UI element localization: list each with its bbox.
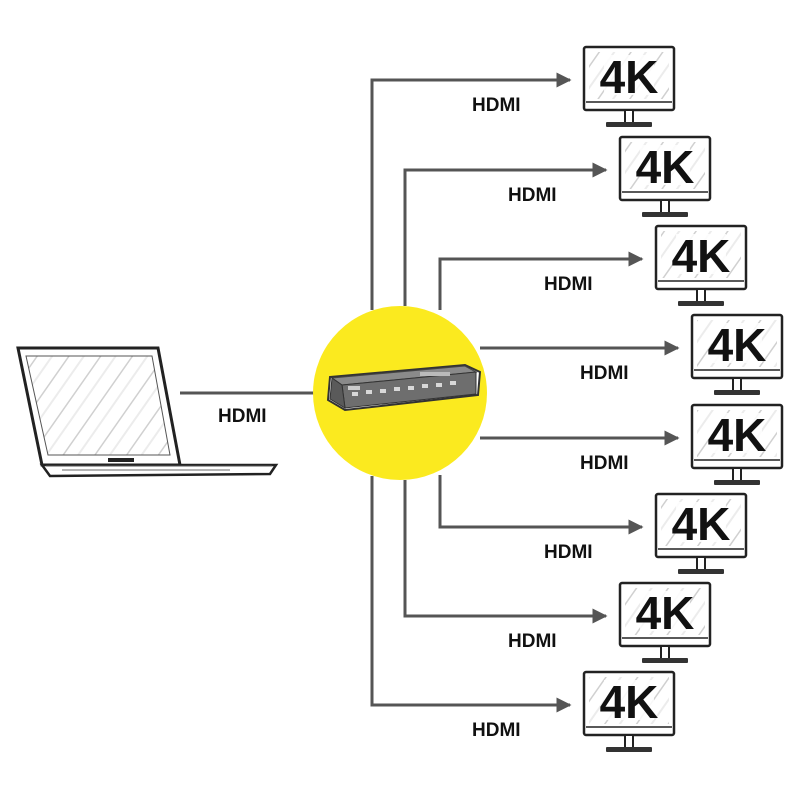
monitor-6: 4K (654, 492, 748, 574)
monitor-stand-6 (696, 556, 706, 571)
monitor-stand-7 (660, 645, 670, 660)
monitor-resolution-label-7: 4K (636, 587, 695, 639)
monitor-resolution-label-5: 4K (708, 409, 767, 461)
output-cable-label-1: HDMI (472, 95, 521, 116)
monitor-stand-4 (732, 377, 742, 392)
output-cable-3 (438, 251, 644, 310)
monitor-base-1 (606, 122, 652, 127)
monitor-resolution-label-3: 4K (672, 230, 731, 282)
output-cable-7 (403, 480, 608, 624)
output-cable-label-7: HDMI (508, 631, 557, 652)
output-cable-label-2: HDMI (508, 185, 557, 206)
monitor-resolution-label-6: 4K (672, 498, 731, 550)
output-cable-2 (403, 162, 608, 306)
monitor-base-4 (714, 390, 760, 395)
input-cable-label: HDMI (218, 406, 267, 427)
output-cable-label-4: HDMI (580, 363, 629, 384)
laptop-icon (16, 346, 279, 478)
monitor-stand-1 (624, 109, 634, 124)
monitor-resolution-label-1: 4K (600, 51, 659, 103)
monitor-group: 4K 4K 4K 4K 4K 4K 4K 4K (582, 45, 784, 752)
monitor-stand-2 (660, 199, 670, 214)
output-cable-6 (438, 475, 644, 535)
hdmi-splitter-device (326, 363, 482, 412)
output-cable-1 (370, 72, 572, 310)
connector-lines (370, 72, 680, 713)
monitor-2: 4K (618, 135, 712, 217)
monitor-3: 4K (654, 224, 748, 306)
monitor-base-6 (678, 569, 724, 574)
output-cable-label-8: HDMI (472, 720, 521, 741)
output-cable-label-6: HDMI (544, 542, 593, 563)
output-cable-8 (370, 476, 572, 713)
monitor-base-2 (642, 212, 688, 217)
monitor-resolution-label-8: 4K (600, 676, 659, 728)
monitor-base-7 (642, 658, 688, 663)
monitor-4: 4K (690, 313, 784, 395)
output-label-group: HDMI HDMI HDMI HDMI HDMI HDMI HDMI HDMI (472, 95, 629, 741)
monitor-5: 4K (690, 403, 784, 485)
monitor-base-5 (714, 480, 760, 485)
output-cable-label-5: HDMI (580, 453, 629, 474)
monitor-base-3 (678, 301, 724, 306)
monitor-base-8 (606, 747, 652, 752)
monitor-1: 4K (582, 45, 676, 127)
output-cable-label-3: HDMI (544, 274, 593, 295)
monitor-stand-3 (696, 288, 706, 303)
monitor-8: 4K (582, 670, 676, 752)
monitor-resolution-label-2: 4K (636, 141, 695, 193)
monitor-stand-5 (732, 467, 742, 482)
monitor-7: 4K (618, 581, 712, 663)
monitor-stand-8 (624, 734, 634, 749)
monitor-resolution-label-4: 4K (708, 319, 767, 371)
